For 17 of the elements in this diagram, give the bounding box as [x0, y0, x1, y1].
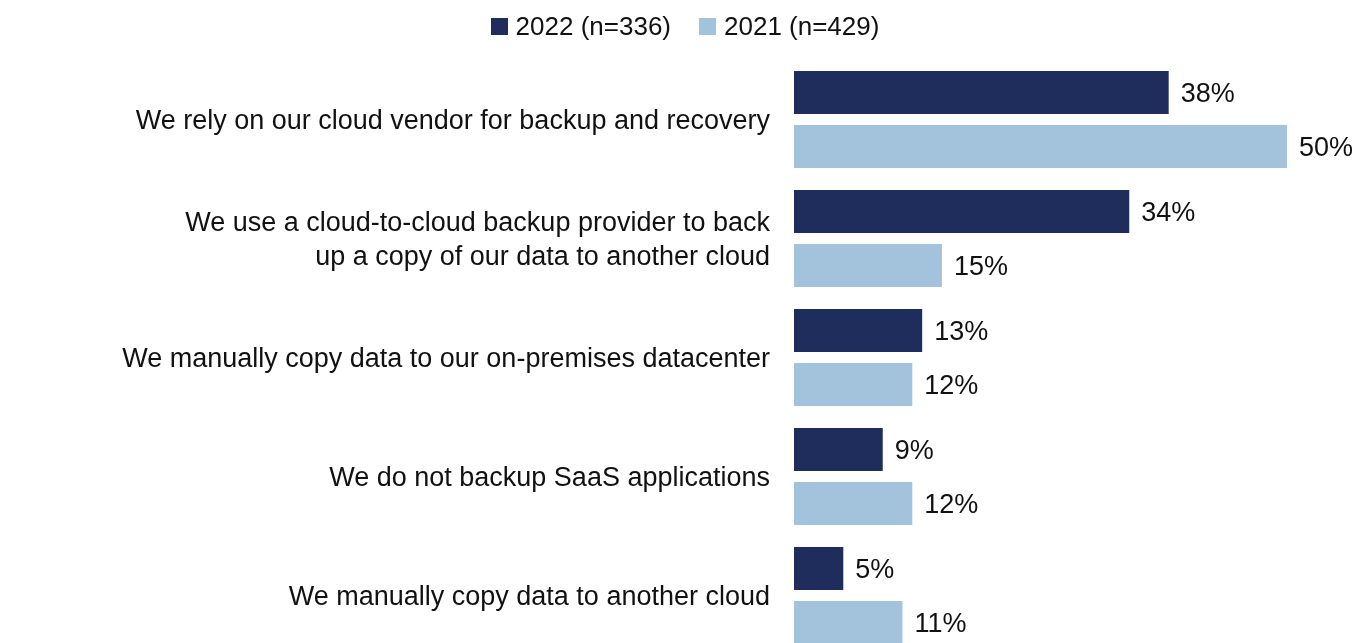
- value-label: 12%: [924, 368, 979, 402]
- category-label: We use a cloud-to-cloud backup provider to back up a copy of our data to another cloud: [184, 205, 770, 273]
- value-label: 50%: [1299, 130, 1354, 164]
- value-label: 13%: [934, 314, 989, 348]
- value-label: 5%: [855, 552, 895, 586]
- value-label: 11%: [914, 606, 967, 640]
- category-label: We do not backup SaaS applications: [329, 460, 770, 494]
- value-label: 38%: [1180, 76, 1235, 110]
- value-label: 12%: [924, 487, 979, 521]
- value-label: 34%: [1141, 195, 1196, 229]
- category-label: We rely on our cloud vendor for backup and recovery: [135, 103, 770, 137]
- legend-label: 2022 (n=336): [515, 10, 671, 43]
- category-label: We manually copy data to another cloud: [288, 579, 770, 613]
- category-label: We manually copy data to our on-premises datacenter: [122, 341, 770, 375]
- value-label: 9%: [894, 433, 934, 467]
- value-label: 15%: [953, 249, 1008, 283]
- legend-label: 2021 (n=429): [724, 10, 880, 43]
